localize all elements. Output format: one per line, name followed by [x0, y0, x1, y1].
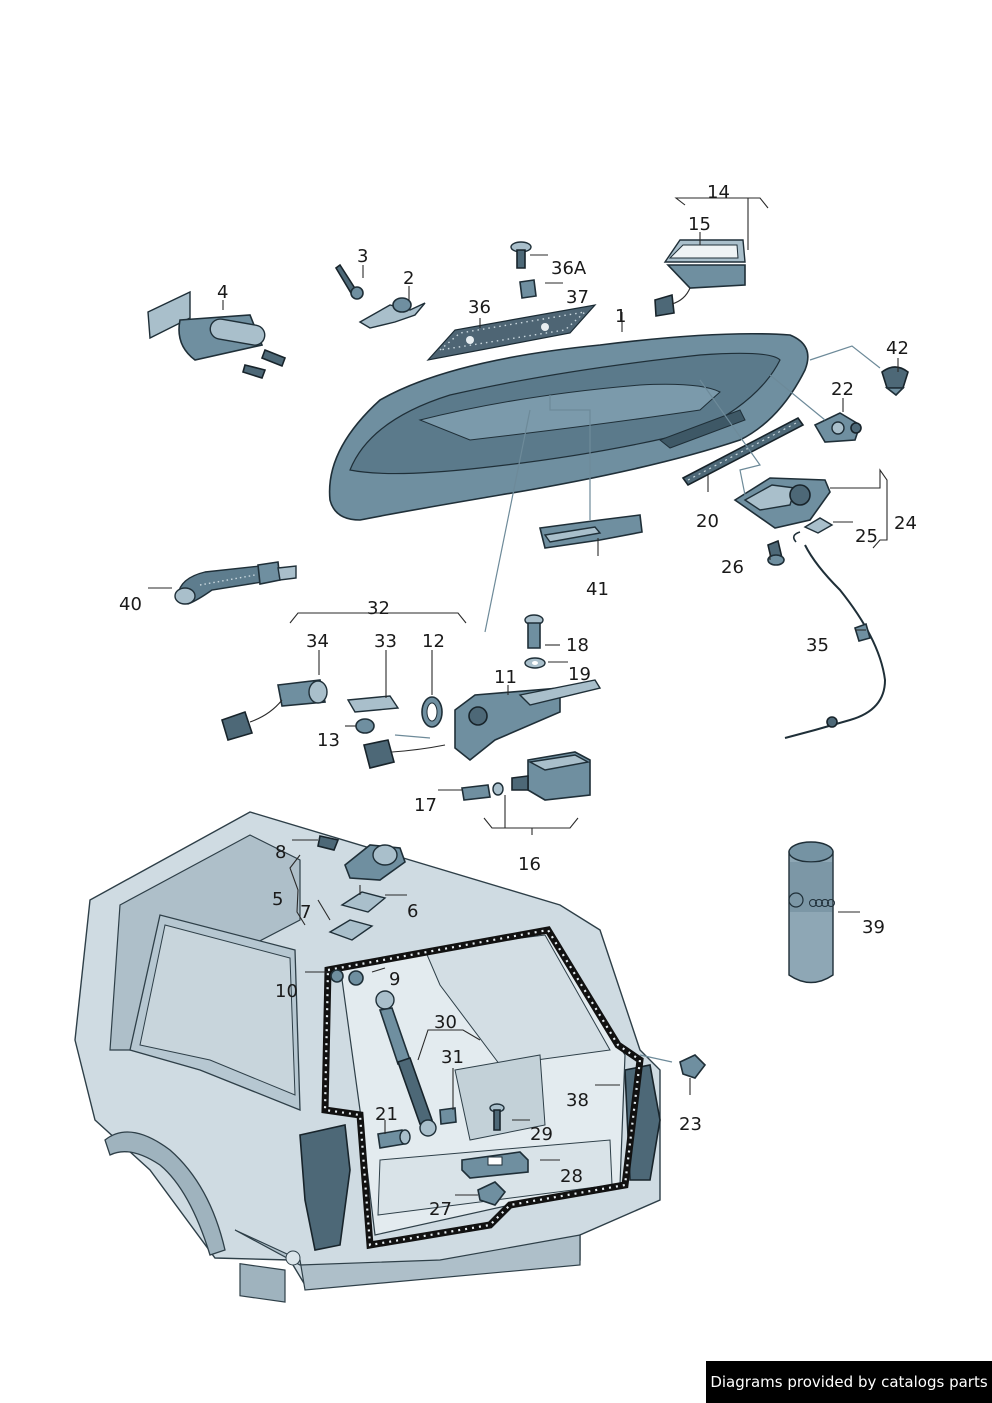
callout-21: 21 [375, 1104, 398, 1125]
callout-22: 22 [831, 379, 854, 400]
lock-carrier-bracket [454, 679, 602, 762]
callout-8: 8 [275, 842, 286, 863]
callout-10: 10 [275, 981, 298, 1002]
callout-29: 29 [530, 1124, 553, 1145]
callout-30: 30 [434, 1012, 457, 1033]
callout-25: 25 [855, 526, 878, 547]
vehicle-rear-body [74, 811, 661, 1303]
attribution-banner: Diagrams provided by catalogs parts [706, 1361, 992, 1403]
callout-32: 32 [367, 598, 390, 619]
callout-1: 1 [615, 306, 626, 327]
callout-16: 16 [518, 854, 541, 875]
callout-5: 5 [272, 889, 283, 910]
bolt-26 [767, 539, 785, 566]
screw-29 [489, 1103, 505, 1131]
licence-plate-light [654, 239, 746, 317]
callout-28: 28 [560, 1166, 583, 1187]
wiring-grommet-40 [174, 561, 297, 605]
callout-33: 33 [374, 631, 397, 652]
callout-2: 2 [403, 268, 414, 289]
bracket-27 [477, 1181, 507, 1206]
buffer-31 [439, 1107, 457, 1125]
gasket-33 [346, 695, 400, 713]
callout-6: 6 [407, 901, 418, 922]
callout-40: 40 [119, 594, 142, 615]
callout-11: 11 [494, 667, 517, 688]
attribution-text: Diagrams provided by catalogs parts [710, 1373, 988, 1391]
callout-36a: 36A [551, 258, 587, 279]
callout-42: 42 [886, 338, 909, 359]
screw-36a [510, 241, 532, 269]
cap-23 [679, 1054, 707, 1079]
callout-37: 37 [566, 287, 589, 308]
callout-26: 26 [721, 557, 744, 578]
lock-cylinder-34 [221, 679, 328, 741]
callout-9: 9 [389, 969, 400, 990]
gas-strut-30 [375, 990, 437, 1137]
callout-34: 34 [306, 631, 329, 652]
callout-20: 20 [696, 511, 719, 532]
callout-23: 23 [679, 1114, 702, 1135]
washer-19 [524, 657, 546, 669]
hinge-assembly [317, 835, 406, 986]
callout-19: 19 [568, 664, 591, 685]
bracket-41 [539, 514, 643, 549]
cap-42 [881, 366, 909, 397]
screw-3 [334, 263, 364, 300]
callout-41: 41 [586, 579, 609, 600]
callout-labels: 1 2 3 4 5 6 7 8 9 10 11 12 13 14 15 16 1… [119, 182, 917, 1220]
seal-ring-12 [421, 696, 443, 728]
callout-36: 36 [468, 297, 491, 318]
callout-3: 3 [357, 246, 368, 267]
callout-13: 13 [317, 730, 340, 751]
bracket-2 [358, 297, 426, 329]
nut-13 [355, 718, 446, 769]
callout-31: 31 [441, 1047, 464, 1068]
bolt-18 [524, 614, 544, 649]
callout-18: 18 [566, 635, 589, 656]
spacer-37 [519, 279, 537, 299]
lock-cylinder-22 [813, 412, 862, 443]
callout-7: 7 [300, 902, 311, 923]
lock-actuator-16 [511, 751, 591, 801]
callout-4: 4 [217, 282, 228, 303]
callout-15: 15 [688, 214, 711, 235]
screw-17 [461, 782, 504, 801]
callout-12: 12 [422, 631, 445, 652]
callout-14: 14 [707, 182, 730, 203]
striker-28 [461, 1151, 529, 1179]
touch-up-can [788, 841, 835, 984]
tailgate-panel [328, 332, 809, 521]
bolt-21 [377, 1129, 411, 1149]
callout-38: 38 [566, 1090, 589, 1111]
tailgate-latch [733, 477, 831, 529]
leader-lines [148, 197, 899, 1196]
callout-24: 24 [894, 513, 917, 534]
callout-27: 27 [429, 1199, 452, 1220]
callout-39: 39 [862, 917, 885, 938]
callout-17: 17 [414, 795, 437, 816]
trim-strip-20 [681, 416, 805, 487]
release-cable [784, 531, 887, 739]
clip-25 [803, 517, 834, 534]
perforated-trim-strip [426, 304, 597, 361]
callout-35: 35 [806, 635, 829, 656]
brake-light-housing [147, 290, 287, 379]
